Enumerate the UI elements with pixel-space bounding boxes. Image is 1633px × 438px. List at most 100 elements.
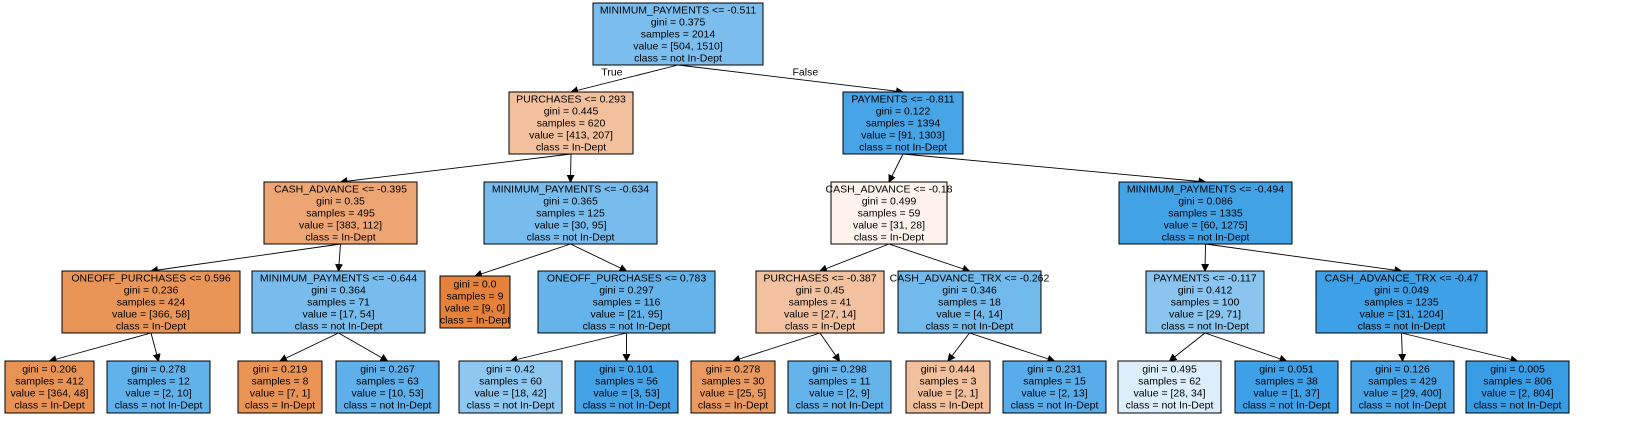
node-line: value = [4, 14] — [936, 309, 1002, 321]
node-box — [897, 270, 1042, 334]
node-line: MINIMUM_PAYMENTS <= -0.634 — [492, 184, 649, 196]
edge-n12-n24 — [969, 332, 1056, 363]
node-line: value = [2, 804] — [1481, 388, 1553, 400]
node-line: value = [31, 1204] — [1360, 309, 1444, 321]
node-line: samples = 63 — [356, 376, 419, 388]
node-line: gini = 0.444 — [921, 364, 976, 376]
node-line: value = [7, 1] — [250, 388, 310, 400]
node-line: class = In-Dept — [440, 315, 510, 327]
node-line: samples = 60 — [479, 376, 542, 388]
node-line: MINIMUM_PAYMENTS <= -0.494 — [1127, 184, 1284, 196]
node-line: value = [2, 10] — [125, 388, 191, 400]
node-line: value = [2, 13] — [1021, 388, 1087, 400]
node-line: class = In-Dept — [116, 321, 186, 333]
node-line: gini = 0.364 — [311, 285, 366, 297]
node-line: class = not In-Dept — [926, 321, 1014, 333]
node-line: samples = 3 — [920, 376, 977, 388]
node-line: samples = 30 — [702, 376, 765, 388]
node-box — [458, 360, 563, 414]
node-box — [905, 360, 991, 414]
node-line: ONEOFF_PURCHASES <= 0.783 — [547, 273, 706, 285]
node-line: value = [364, 48] — [11, 388, 89, 400]
node-box — [537, 270, 716, 334]
node-line: samples = 495 — [306, 208, 375, 220]
node-line: gini = 0.236 — [124, 285, 179, 297]
node-line: PURCHASES <= -0.387 — [763, 273, 876, 285]
node-line: samples = 125 — [536, 208, 605, 220]
node-box — [1465, 360, 1570, 414]
node-line: CASH_ADVANCE_TRX <= -0.47 — [1325, 273, 1479, 285]
node-line: PURCHASES <= 0.293 — [516, 94, 626, 106]
edge-n12-n23 — [947, 332, 970, 362]
edge-n13-n26 — [1204, 332, 1288, 363]
node-line: gini = 0.126 — [1375, 364, 1430, 376]
edge-n8-n17 — [279, 332, 339, 362]
node-line: samples = 1235 — [1364, 297, 1439, 309]
node-line: samples = 2014 — [641, 29, 716, 41]
node-box — [483, 181, 658, 245]
edge-n10-n19 — [509, 332, 627, 364]
node-line: samples = 424 — [117, 297, 186, 309]
node-line: gini = 0.122 — [876, 106, 931, 118]
node-line: class = not In-Dept — [634, 53, 722, 65]
node-line: value = [29, 400] — [1364, 388, 1442, 400]
node-box — [335, 360, 440, 414]
edge-n14-n27 — [1398, 332, 1407, 362]
node-line: samples = 620 — [537, 118, 606, 130]
node-line: samples = 11 — [809, 376, 871, 388]
node-box — [592, 2, 764, 66]
edge-label-true: True — [601, 67, 622, 79]
node-line: class = In-Dept — [698, 400, 768, 412]
node-line: gini = 0.231 — [1027, 364, 1082, 376]
node-box — [1350, 360, 1455, 414]
node-line: value = [366, 58] — [112, 309, 190, 321]
node-line: class = not In-Dept — [295, 321, 383, 333]
node-line: samples = 56 — [595, 376, 658, 388]
node-line: class = In-Dept — [785, 321, 855, 333]
node-box — [263, 181, 418, 245]
node-line: gini = 0.278 — [706, 364, 761, 376]
node-line: samples = 41 — [789, 297, 852, 309]
node-line: class = In-Dept — [14, 400, 84, 412]
node-line: class = not In-Dept — [583, 400, 671, 412]
node-box — [106, 360, 211, 414]
node-line: class = not In-Dept — [1126, 400, 1214, 412]
node-box — [251, 270, 426, 334]
node-line: class = not In-Dept — [1474, 400, 1562, 412]
node-line: gini = 0.278 — [131, 364, 186, 376]
node-line: gini = 0.206 — [22, 364, 77, 376]
node-line: gini = 0.375 — [651, 17, 706, 29]
node-line: class = not In-Dept — [115, 400, 203, 412]
node-line: gini = 0.45 — [796, 285, 845, 297]
node-line: CASH_ADVANCE_TRX <= -0.262 — [890, 273, 1050, 285]
node-line: class = In-Dept — [245, 400, 315, 412]
node-line: gini = 0.219 — [253, 364, 308, 376]
node-box — [830, 181, 948, 245]
node-line: class = In-Dept — [536, 142, 606, 154]
edge-n14-n28 — [1401, 332, 1519, 364]
node-box — [237, 360, 323, 414]
node-line: value = [2, 9] — [809, 388, 869, 400]
edge-n3-n7 — [150, 243, 341, 274]
edge-n6-n14 — [1205, 243, 1403, 275]
node-line: value = [91, 1303] — [861, 130, 945, 142]
node-line: gini = 0.101 — [599, 364, 654, 376]
node-line: value = [10, 53] — [351, 388, 423, 400]
node-box — [508, 91, 634, 155]
node-line: samples = 1394 — [866, 118, 941, 130]
edge-n8-n18 — [338, 332, 389, 362]
node-line: value = [29, 71] — [1169, 309, 1241, 321]
